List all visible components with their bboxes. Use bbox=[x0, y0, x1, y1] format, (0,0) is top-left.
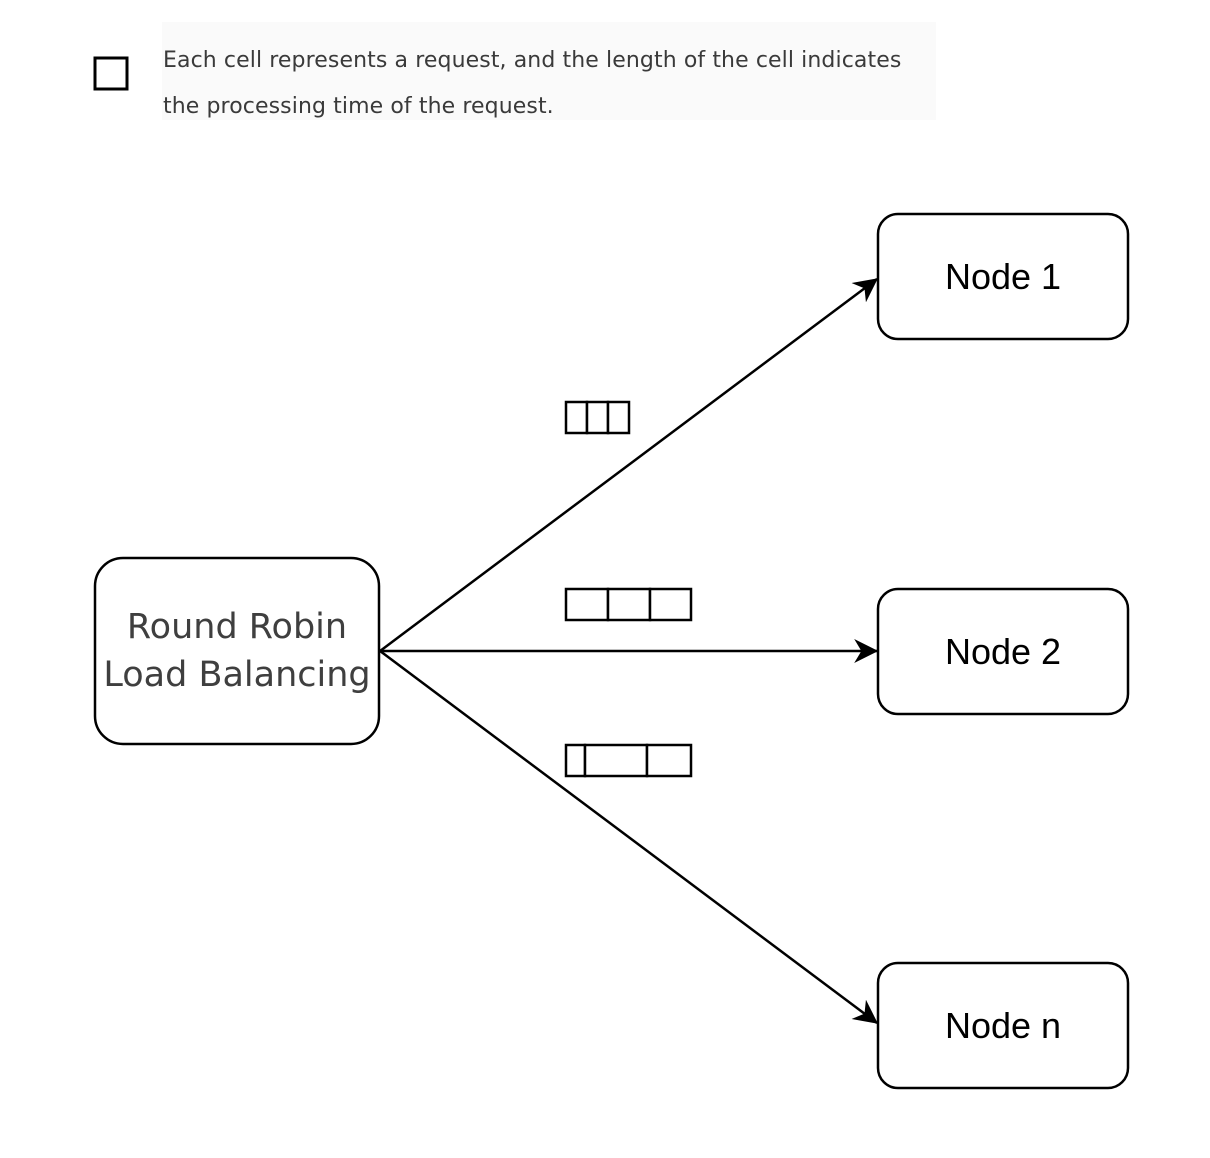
legend-line-1: Each cell represents a request, and the … bbox=[163, 48, 902, 73]
node-1-box bbox=[876, 212, 1130, 341]
node-1-label: Node 1 bbox=[944, 255, 1062, 297]
load-balancer-box bbox=[93, 556, 381, 746]
request-cell bbox=[564, 587, 610, 622]
request-cell bbox=[645, 743, 693, 778]
legend-cell-icon bbox=[93, 56, 129, 91]
request-cell bbox=[585, 400, 610, 435]
legend-line-2: the processing time of the request. bbox=[163, 94, 554, 119]
request-cell bbox=[583, 743, 649, 778]
request-cell bbox=[648, 587, 693, 622]
legend-text: Each cell represents a request, and the … bbox=[163, 38, 943, 130]
request-queue-node-2 bbox=[564, 587, 693, 622]
request-cell bbox=[606, 587, 652, 622]
legend-text-background bbox=[162, 22, 936, 120]
arrow-to-node-n bbox=[379, 649, 878, 1025]
load-balancer-label-line-2: Load Balancing bbox=[103, 655, 371, 695]
request-cell bbox=[564, 400, 589, 435]
load-balancer-label-line-1: Round Robin bbox=[126, 607, 348, 647]
node-n-box bbox=[876, 961, 1130, 1090]
node-2-box bbox=[876, 587, 1130, 716]
request-queue-node-n bbox=[564, 743, 693, 778]
load-balancer-label: Round Robin Load Balancing bbox=[96, 558, 378, 744]
arrow-to-node-1 bbox=[379, 277, 878, 653]
request-cell bbox=[606, 400, 631, 435]
request-queue-node-1 bbox=[564, 400, 631, 435]
request-cell bbox=[564, 743, 587, 778]
node-2-label: Node 2 bbox=[944, 630, 1062, 672]
node-n-label: Node n bbox=[944, 1004, 1062, 1046]
